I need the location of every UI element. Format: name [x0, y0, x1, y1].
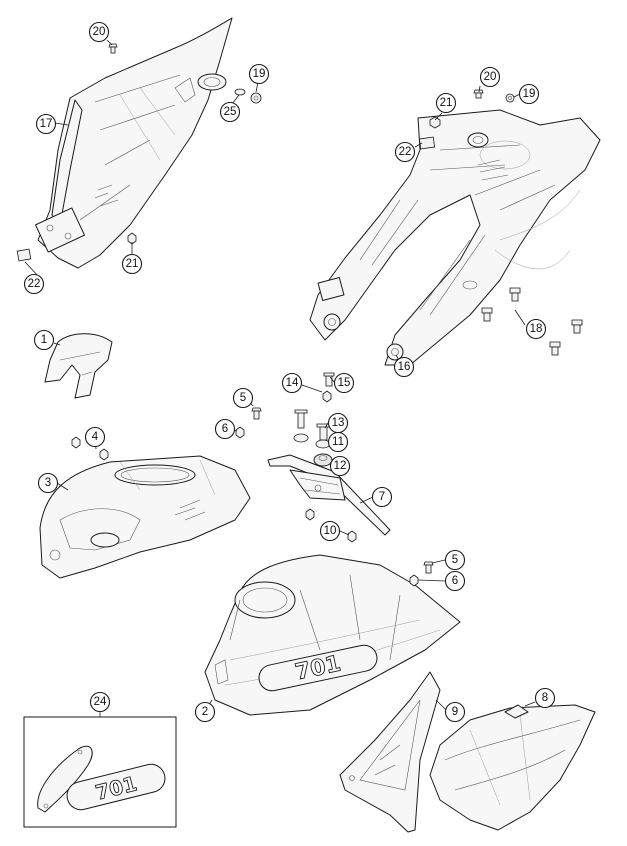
- callout-19-top-right: 19: [518, 83, 540, 105]
- callout-5-upper: 5: [232, 387, 254, 409]
- svg-text:1: 1: [41, 334, 47, 346]
- svg-text:19: 19: [253, 68, 266, 80]
- svg-text:15: 15: [338, 377, 351, 389]
- callout-10: 10: [319, 520, 341, 542]
- part-3-front-fairing: [39, 455, 251, 579]
- svg-text:17: 17: [40, 118, 53, 130]
- part-8-rear-side-cover: [429, 704, 596, 831]
- callout-18: 18: [525, 318, 547, 340]
- svg-text:21: 21: [126, 258, 139, 270]
- callout-12: 12: [329, 455, 351, 477]
- callout-25: 25: [219, 101, 241, 123]
- part-1-small-cover: [44, 333, 113, 399]
- callout-3: 3: [37, 472, 59, 494]
- callout-7: 7: [371, 486, 393, 508]
- part-17-left-side-cover: [35, 17, 233, 269]
- svg-text:8: 8: [542, 692, 548, 704]
- callout-11: 11: [327, 431, 349, 453]
- svg-text:16: 16: [398, 361, 411, 373]
- callout-15: 15: [333, 372, 355, 394]
- callout-16: 16: [393, 356, 415, 378]
- callout-4: 4: [84, 426, 106, 448]
- svg-text:6: 6: [452, 575, 458, 587]
- callout-20-top-right: 20: [479, 66, 501, 88]
- part-7-bracket: [267, 454, 391, 543]
- svg-text:5: 5: [452, 554, 458, 566]
- svg-text:21: 21: [440, 97, 453, 109]
- callout-6-upper: 6: [214, 418, 236, 440]
- part-16-tail-section: [309, 109, 601, 366]
- callout-1: 1: [33, 329, 55, 351]
- part-24-inset-box: 701: [23, 716, 177, 828]
- callout-19-top-left: 19: [248, 63, 270, 85]
- svg-text:22: 22: [28, 278, 41, 290]
- svg-text:5: 5: [240, 392, 246, 404]
- callout-20-top-left: 20: [88, 21, 110, 43]
- svg-text:24: 24: [94, 696, 107, 708]
- svg-text:6: 6: [222, 423, 228, 435]
- callout-2: 2: [194, 701, 216, 723]
- part-9-triangle-cover: [339, 671, 441, 833]
- callout-13: 13: [327, 412, 349, 434]
- callout-21-right: 21: [435, 92, 457, 114]
- svg-text:12: 12: [334, 460, 347, 472]
- callout-24: 24: [89, 691, 111, 713]
- hardware-group-16: [418, 89, 583, 356]
- part-2-tank-side-cover: 701: [204, 554, 461, 716]
- svg-text:13: 13: [332, 417, 345, 429]
- hardware-group-17: [16, 43, 262, 262]
- svg-text:18: 18: [530, 323, 543, 335]
- svg-text:19: 19: [523, 88, 536, 100]
- svg-text:20: 20: [484, 71, 497, 83]
- svg-text:14: 14: [286, 377, 299, 389]
- svg-text:11: 11: [332, 436, 344, 448]
- callout-22-left: 22: [23, 273, 45, 295]
- callout-9: 9: [444, 701, 466, 723]
- callout-8: 8: [534, 687, 556, 709]
- callout-14: 14: [281, 372, 303, 394]
- callout-5-lower: 5: [444, 549, 466, 571]
- svg-text:9: 9: [452, 706, 458, 718]
- callout-6-lower: 6: [444, 570, 466, 592]
- svg-text:3: 3: [45, 477, 51, 489]
- svg-text:2: 2: [202, 706, 208, 718]
- svg-text:7: 7: [379, 491, 385, 503]
- hardware-group-3: [71, 407, 262, 461]
- part-18-bolts: [481, 287, 583, 356]
- center-hardware-stack: [293, 372, 335, 467]
- callout-22-right: 22: [394, 141, 416, 163]
- callout-21-left: 21: [121, 253, 143, 275]
- svg-text:20: 20: [93, 26, 106, 38]
- svg-text:4: 4: [92, 431, 99, 443]
- svg-text:10: 10: [324, 525, 337, 537]
- svg-text:25: 25: [224, 106, 237, 118]
- callout-17: 17: [35, 113, 57, 135]
- svg-text:22: 22: [399, 146, 412, 158]
